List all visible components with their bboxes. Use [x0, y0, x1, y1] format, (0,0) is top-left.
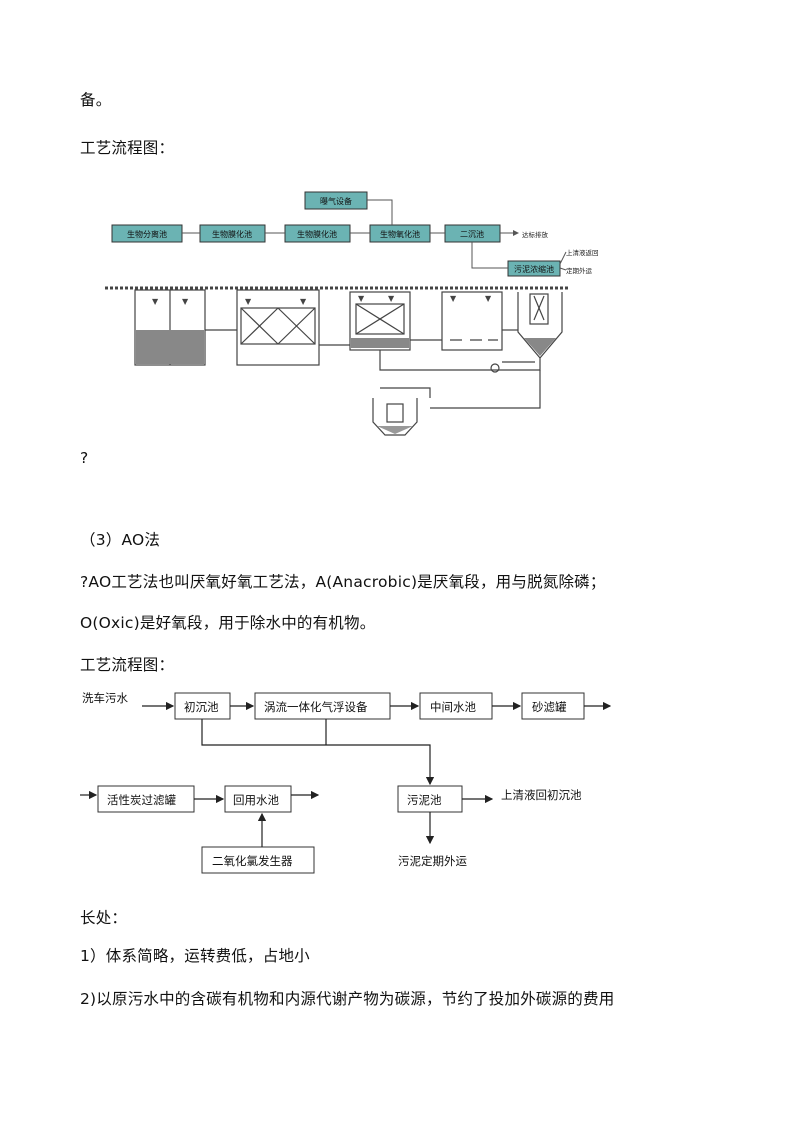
box-middle: [419, 692, 493, 720]
box-primary: [174, 692, 231, 720]
svg-text:▼: ▼: [485, 294, 492, 303]
text-line-1: 备。: [80, 91, 112, 109]
label-transport: 污泥定期外运: [398, 854, 467, 868]
label-sludge: 污泥池: [407, 793, 442, 807]
label-supernatant: 上清液返回: [566, 248, 599, 257]
process-schematic-1: 曝气设备 生物分离池 生物膜化池 生物膜化池 生物氧化池 二沉池 污泥浓缩池 达…: [100, 180, 630, 445]
label-discharge: 达标排放: [522, 230, 549, 239]
text-line-2: 工艺流程图：: [80, 139, 175, 157]
label-periodic: 定期外运: [566, 266, 593, 275]
text-line-3: ?: [80, 449, 89, 467]
svg-text:▼: ▼: [300, 297, 307, 306]
label-clo2: 二氧化氯发生器: [212, 854, 293, 868]
box-clo2: [201, 846, 315, 874]
label-aeration: 曝气设备: [320, 196, 352, 206]
text-line-9: 1）体系简略，运转费低，占地小: [80, 947, 310, 965]
svg-text:▼: ▼: [245, 297, 252, 306]
label-sec-settle: 二沉池: [460, 229, 484, 239]
box-reuse: [224, 785, 292, 813]
process-flowchart-2: 洗车污水 初沉池 涡流一体化气浮设备 中间水池 砂滤罐 活性炭过滤罐 回用水池 …: [80, 685, 620, 880]
svg-text:▼: ▼: [450, 294, 457, 303]
label-bio-ox: 生物氧化池: [380, 229, 420, 239]
text-line-7: 工艺流程图：: [80, 656, 175, 674]
svg-text:▼: ▼: [182, 297, 189, 306]
box-vortex: [254, 692, 391, 720]
box-carbon: [97, 785, 195, 813]
text-line-6: O(Oxic)是好氧段，用于除水中的有机物。: [80, 614, 376, 632]
label-carbon: 活性炭过滤罐: [107, 793, 176, 807]
label-wash: 洗车污水: [82, 691, 128, 705]
text-line-5: ?AO工艺法也叫厌氧好氧工艺法，A(Anacrobic)是厌氧段，用与脱氮除磷；: [80, 573, 606, 591]
text-line-8: 长处：: [80, 909, 128, 927]
label-bio-film-1: 生物膜化池: [212, 229, 252, 239]
text-line-4: （3）AO法: [80, 531, 161, 549]
label-primary: 初沉池: [184, 700, 219, 714]
label-reuse: 回用水池: [233, 793, 279, 807]
svg-text:▼: ▼: [152, 297, 159, 306]
label-supernatant-return: 上清液回初沉池: [501, 788, 582, 802]
label-bio-sep: 生物分离池: [127, 229, 167, 239]
svg-text:▼: ▼: [358, 294, 365, 303]
text-line-10: 2)以原污水中的含碳有机物和内源代谢产物为碳源，节约了投加外碳源的费用: [80, 990, 615, 1008]
label-bio-film-2: 生物膜化池: [297, 229, 337, 239]
label-vortex: 涡流一体化气浮设备: [264, 700, 368, 714]
label-sludge-thick: 污泥浓缩池: [514, 264, 554, 274]
label-middle: 中间水池: [430, 700, 476, 714]
label-sand: 砂滤罐: [532, 700, 567, 714]
box-sand: [521, 692, 585, 720]
svg-text:▼: ▼: [388, 294, 395, 303]
